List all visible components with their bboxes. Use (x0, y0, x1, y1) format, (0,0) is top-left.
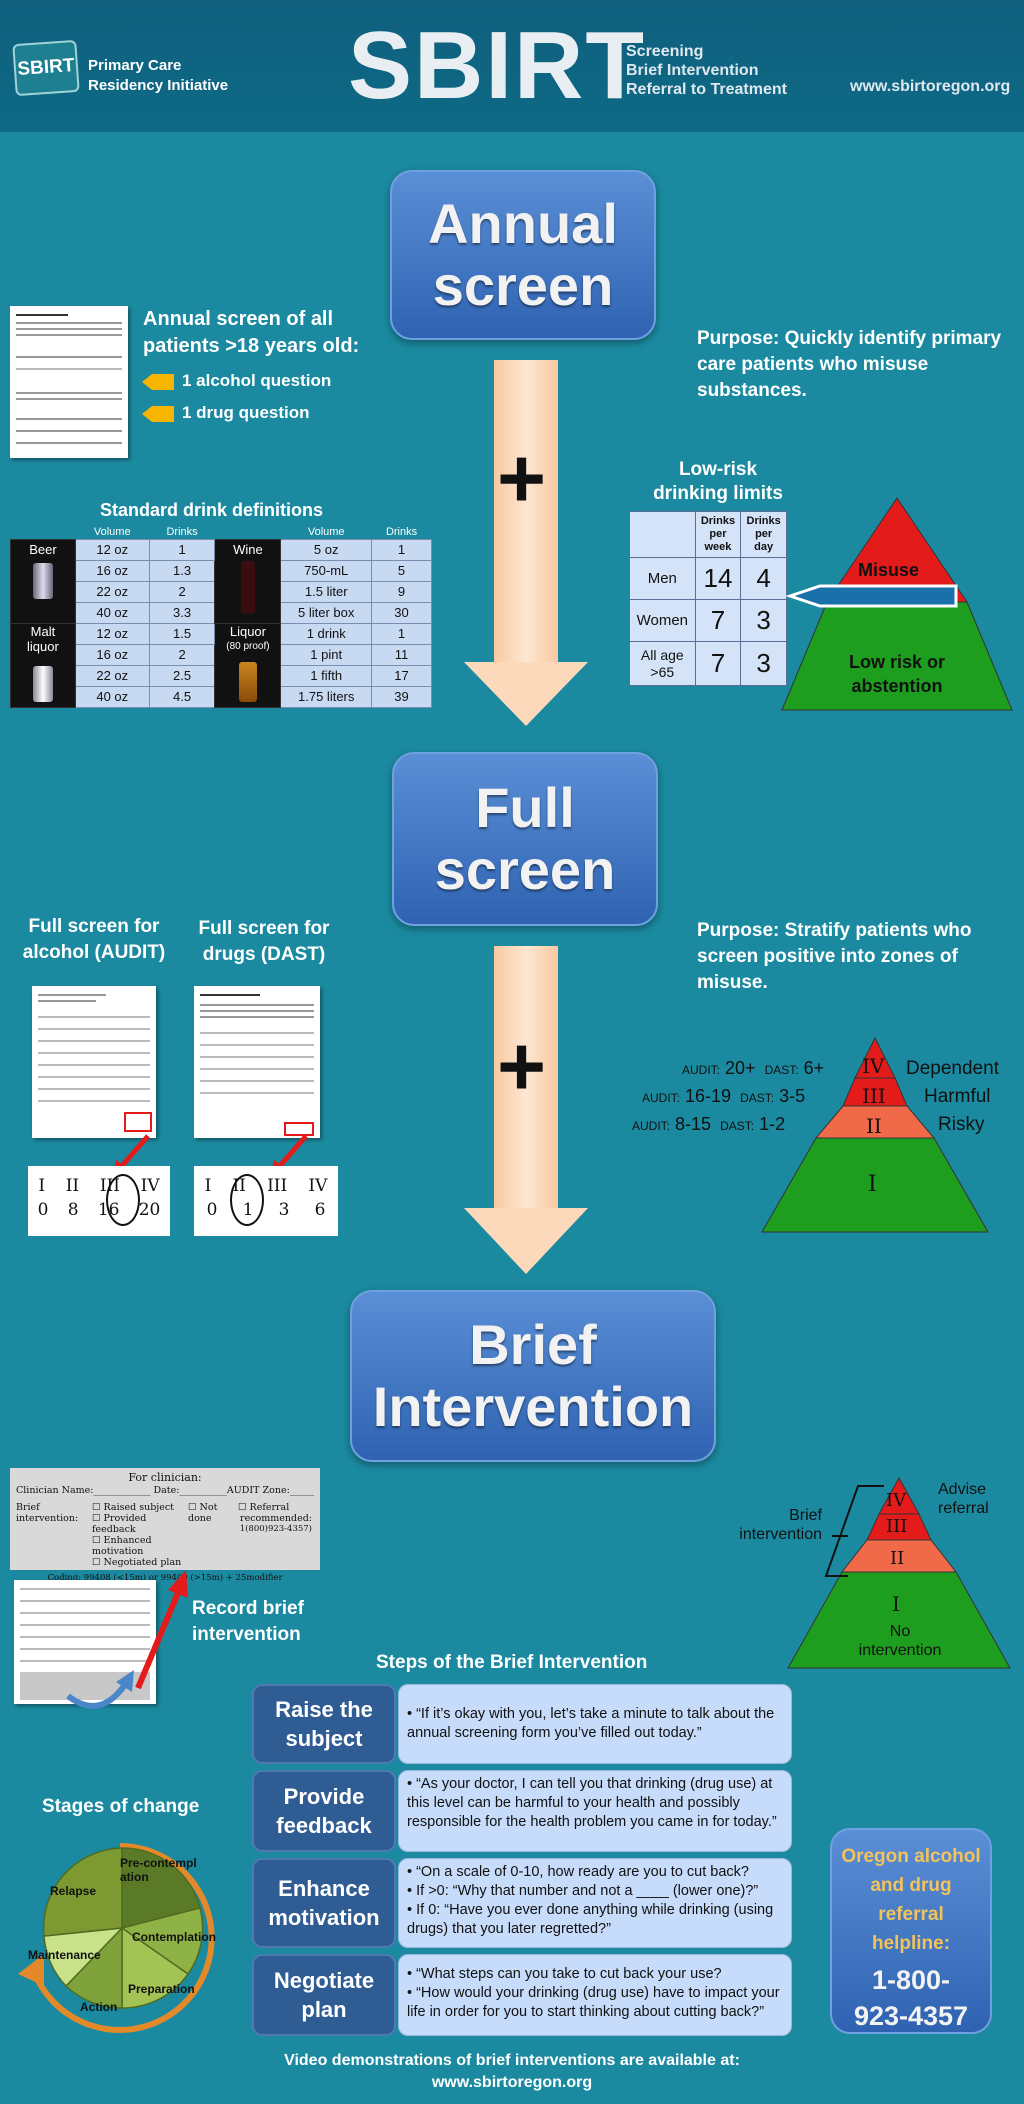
header-website-link[interactable]: www.sbirtoregon.org (850, 78, 1011, 95)
standard-drinks-title: Standard drink definitions (100, 500, 324, 520)
step-text-motivation: • “On a scale of 0-10, how ready are you… (398, 1858, 792, 1948)
stage-action: Action (80, 2000, 118, 2014)
flow-arrow-1-head (464, 662, 588, 726)
risk-pyramid-annual (781, 497, 1013, 711)
pyr-roman-i: I (892, 1592, 900, 1616)
record-brief-intervention-label: Record brief intervention (192, 1598, 304, 1645)
stage-preparation: Preparation (128, 1982, 195, 1996)
stage-relapse: Relapse (50, 1884, 97, 1898)
low-risk-title: Low-risk drinking limits (653, 459, 783, 504)
pyramid-misuse-label: Misuse (858, 560, 920, 580)
malt-can-icon (32, 665, 53, 702)
score-circle (230, 1174, 264, 1226)
logo-subtitle: Primary Care Residency Initiative (88, 57, 229, 94)
curved-arrow-icon (66, 1670, 134, 1709)
beer-cell: Beer (10, 538, 76, 624)
flow-arrow-1 (494, 360, 558, 664)
brief-bracket (824, 1485, 884, 1577)
wine-cell: Wine (214, 538, 282, 624)
helpline-number[interactable]: 1-800- 923-4357 (853, 1965, 969, 2031)
zone-roman-ii: II (866, 1114, 882, 1138)
zone-row-ii: AUDIT: 8-15 DAST: 1-2 (632, 1114, 786, 1134)
header-banner: SBIRT Primary Care Residency Initiative … (0, 0, 1024, 132)
main-title: SBIRT (348, 12, 646, 119)
advise-referral-label: Advise referral (938, 1481, 989, 1517)
pyr-roman-iii: III (886, 1516, 908, 1537)
audit-form-thumbnail (32, 986, 156, 1138)
full-purpose: Purpose: Stratify patients who screen po… (697, 920, 972, 993)
stage-precontemplation: Pre-contemplation (120, 1856, 197, 1884)
alcohol-question-item: 1 alcohol question (182, 371, 332, 390)
helpline-box: Oregon alcohol and drug referral helplin… (830, 1828, 992, 2034)
stages-of-change-wheel (18, 1843, 215, 2033)
step-text-negotiate: • “What steps can you take to cut back y… (398, 1954, 792, 2036)
footer-website-link[interactable]: www.sbirtoregon.org (431, 2074, 593, 2091)
step-text-raise: • “If it’s okay with you, let’s take a m… (398, 1684, 792, 1764)
clinician-form: For clinician: Clinician Name:__________… (10, 1468, 320, 1583)
stage-maintenance: Maintenance (28, 1948, 101, 1962)
stages-of-change-title: Stages of change (42, 1796, 200, 1817)
zone-roman-i: I (868, 1172, 877, 1197)
beer-can-icon (32, 562, 53, 599)
drug-question-item: 1 drug question (182, 403, 310, 422)
plus-icon: + (497, 1019, 547, 1113)
liquor-bottle-icon (238, 661, 257, 702)
dast-title: Full screen for drugs (DAST) (198, 918, 330, 965)
pyramid-low-risk-label: Low risk or abstention (848, 652, 946, 696)
pyr-roman-iv: IV (886, 1490, 907, 1511)
zones-pyramid (761, 1036, 989, 1233)
step-text-feedback: • “As your doctor, I can tell you that d… (398, 1770, 792, 1852)
liquor-cell: Liquor(80 proof) (214, 622, 282, 708)
audit-title: Full screen for alcohol (AUDIT) (22, 916, 166, 963)
steps-title: Steps of the Brief Intervention (376, 1652, 648, 1673)
brief-intervention-label: Brief intervention (739, 1507, 822, 1543)
annual-purpose: Purpose: Quickly identify primary care p… (697, 328, 1002, 401)
score-circle (106, 1174, 140, 1226)
flow-arrow-2-head (464, 1208, 588, 1274)
intervention-pyramid (787, 1476, 1011, 1669)
zone-roman-iii: III (862, 1084, 886, 1108)
zone-row-iii: AUDIT: 16-19 DAST: 3-5 (642, 1086, 806, 1106)
annual-heading: Annual screen of all patients >18 years … (143, 308, 360, 357)
flow-arrow-2 (494, 946, 558, 1210)
arrow-pointer-icon (142, 406, 174, 422)
stage-contemplation: Contemplation (132, 1930, 216, 1944)
red-arrow-icon (135, 1570, 188, 1690)
sbirt-logo: SBIRT (12, 39, 80, 97)
annual-screening-form-thumbnail (10, 306, 128, 458)
zone-label-harmful: Harmful (924, 1086, 991, 1107)
dast-form-thumbnail (194, 986, 320, 1138)
arrow-pointer-icon (142, 374, 174, 390)
zone-row-iv: AUDIT: 20+ DAST: 6+ (682, 1058, 825, 1078)
zone-roman-iv: IV (862, 1054, 885, 1078)
wine-bottle-icon (240, 560, 255, 613)
pyr-roman-ii: II (890, 1548, 905, 1569)
footer-note: Video demonstrations of brief interventi… (0, 2050, 1024, 2094)
pyr-no-intervention: No intervention (858, 1623, 942, 1659)
title-expansion: Screening Brief Intervention Referral to… (626, 43, 787, 98)
plus-icon: + (497, 431, 547, 525)
zone-label-risky: Risky (938, 1114, 985, 1135)
zone-label-dependent: Dependent (906, 1058, 999, 1079)
